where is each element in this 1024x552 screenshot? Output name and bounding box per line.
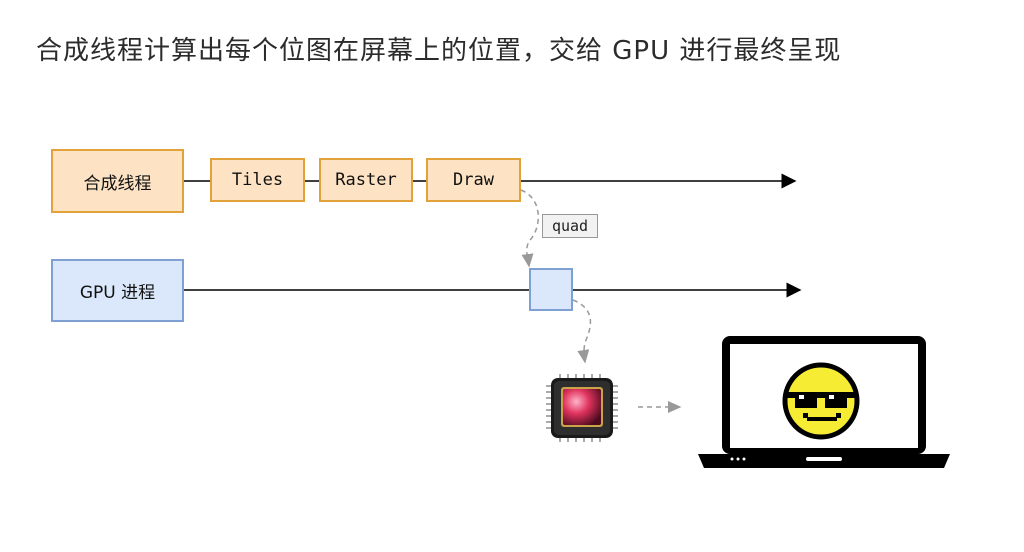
gpu-process-box: GPU 进程 <box>51 259 184 322</box>
compositor-thread-box: 合成线程 <box>51 149 184 213</box>
stage-raster: Raster <box>319 158 413 202</box>
gpu-task-box <box>529 268 573 311</box>
compositor-thread-label: 合成线程 <box>83 173 152 194</box>
quad-dashed-arrow <box>520 189 540 268</box>
stage-draw: Draw <box>426 158 521 202</box>
gpu-chip-icon <box>546 374 618 442</box>
stage-tiles: Tiles <box>210 158 305 202</box>
gpu-to-chip-dashed-arrow <box>572 299 592 364</box>
cool-smiley-icon <box>782 362 860 440</box>
gpu-process-label: GPU 进程 <box>79 283 156 303</box>
stage-raster-label: Raster <box>335 170 397 190</box>
stage-tiles-label: Tiles <box>231 170 284 190</box>
quad-edge-label: quad <box>542 214 598 238</box>
stage-draw-label: Draw <box>453 170 494 190</box>
page-title: 合成线程计算出每个位图在屏幕上的位置，交给 GPU 进行最终呈现 <box>36 36 842 66</box>
